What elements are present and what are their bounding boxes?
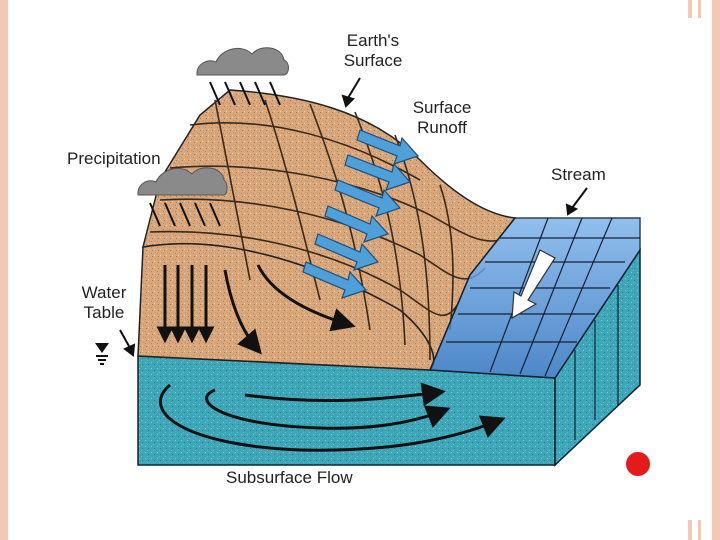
stream-flow-arrow (511, 249, 556, 320)
frame-bar-right (712, 0, 720, 540)
label-subsurface-flow: Subsurface Flow (226, 468, 353, 487)
frame-bar-top-right (688, 0, 692, 18)
label-stream: Stream (551, 165, 606, 184)
stream-grid (446, 217, 640, 465)
infiltration-arrows (156, 265, 215, 344)
label-leaders (119, 77, 588, 357)
surface-runoff-arrows (302, 129, 420, 299)
label-earths-surface: Earth's Surface (333, 31, 413, 71)
subsurface-flow-arrows (158, 382, 506, 452)
frame-bar-top-right-2 (698, 0, 701, 18)
label-surface-runoff: Surface Runoff (402, 98, 482, 138)
rain-cloud-icon-middle (137, 167, 228, 227)
label-earths-surface-line2: Surface (343, 51, 403, 70)
frame-bar-bottom-right (688, 520, 692, 540)
label-water-table-line2: Table (83, 303, 125, 322)
label-precipitation: Precipitation (67, 149, 161, 168)
frame-bar-bottom-right-2 (698, 520, 701, 540)
water-table-symbol-icon (95, 343, 109, 365)
label-surface-runoff-line1: Surface (412, 98, 472, 117)
frame-bar-left (0, 0, 8, 540)
rain-cloud-icon-top (196, 47, 289, 106)
label-surface-runoff-line2: Runoff (417, 118, 467, 137)
label-water-table-line1: Water (81, 283, 127, 302)
label-earths-surface-line1: Earth's (346, 31, 400, 50)
soil-flow-arrows (223, 264, 356, 355)
label-water-table: Water Table (72, 283, 136, 323)
record-dot-icon[interactable] (626, 452, 650, 476)
